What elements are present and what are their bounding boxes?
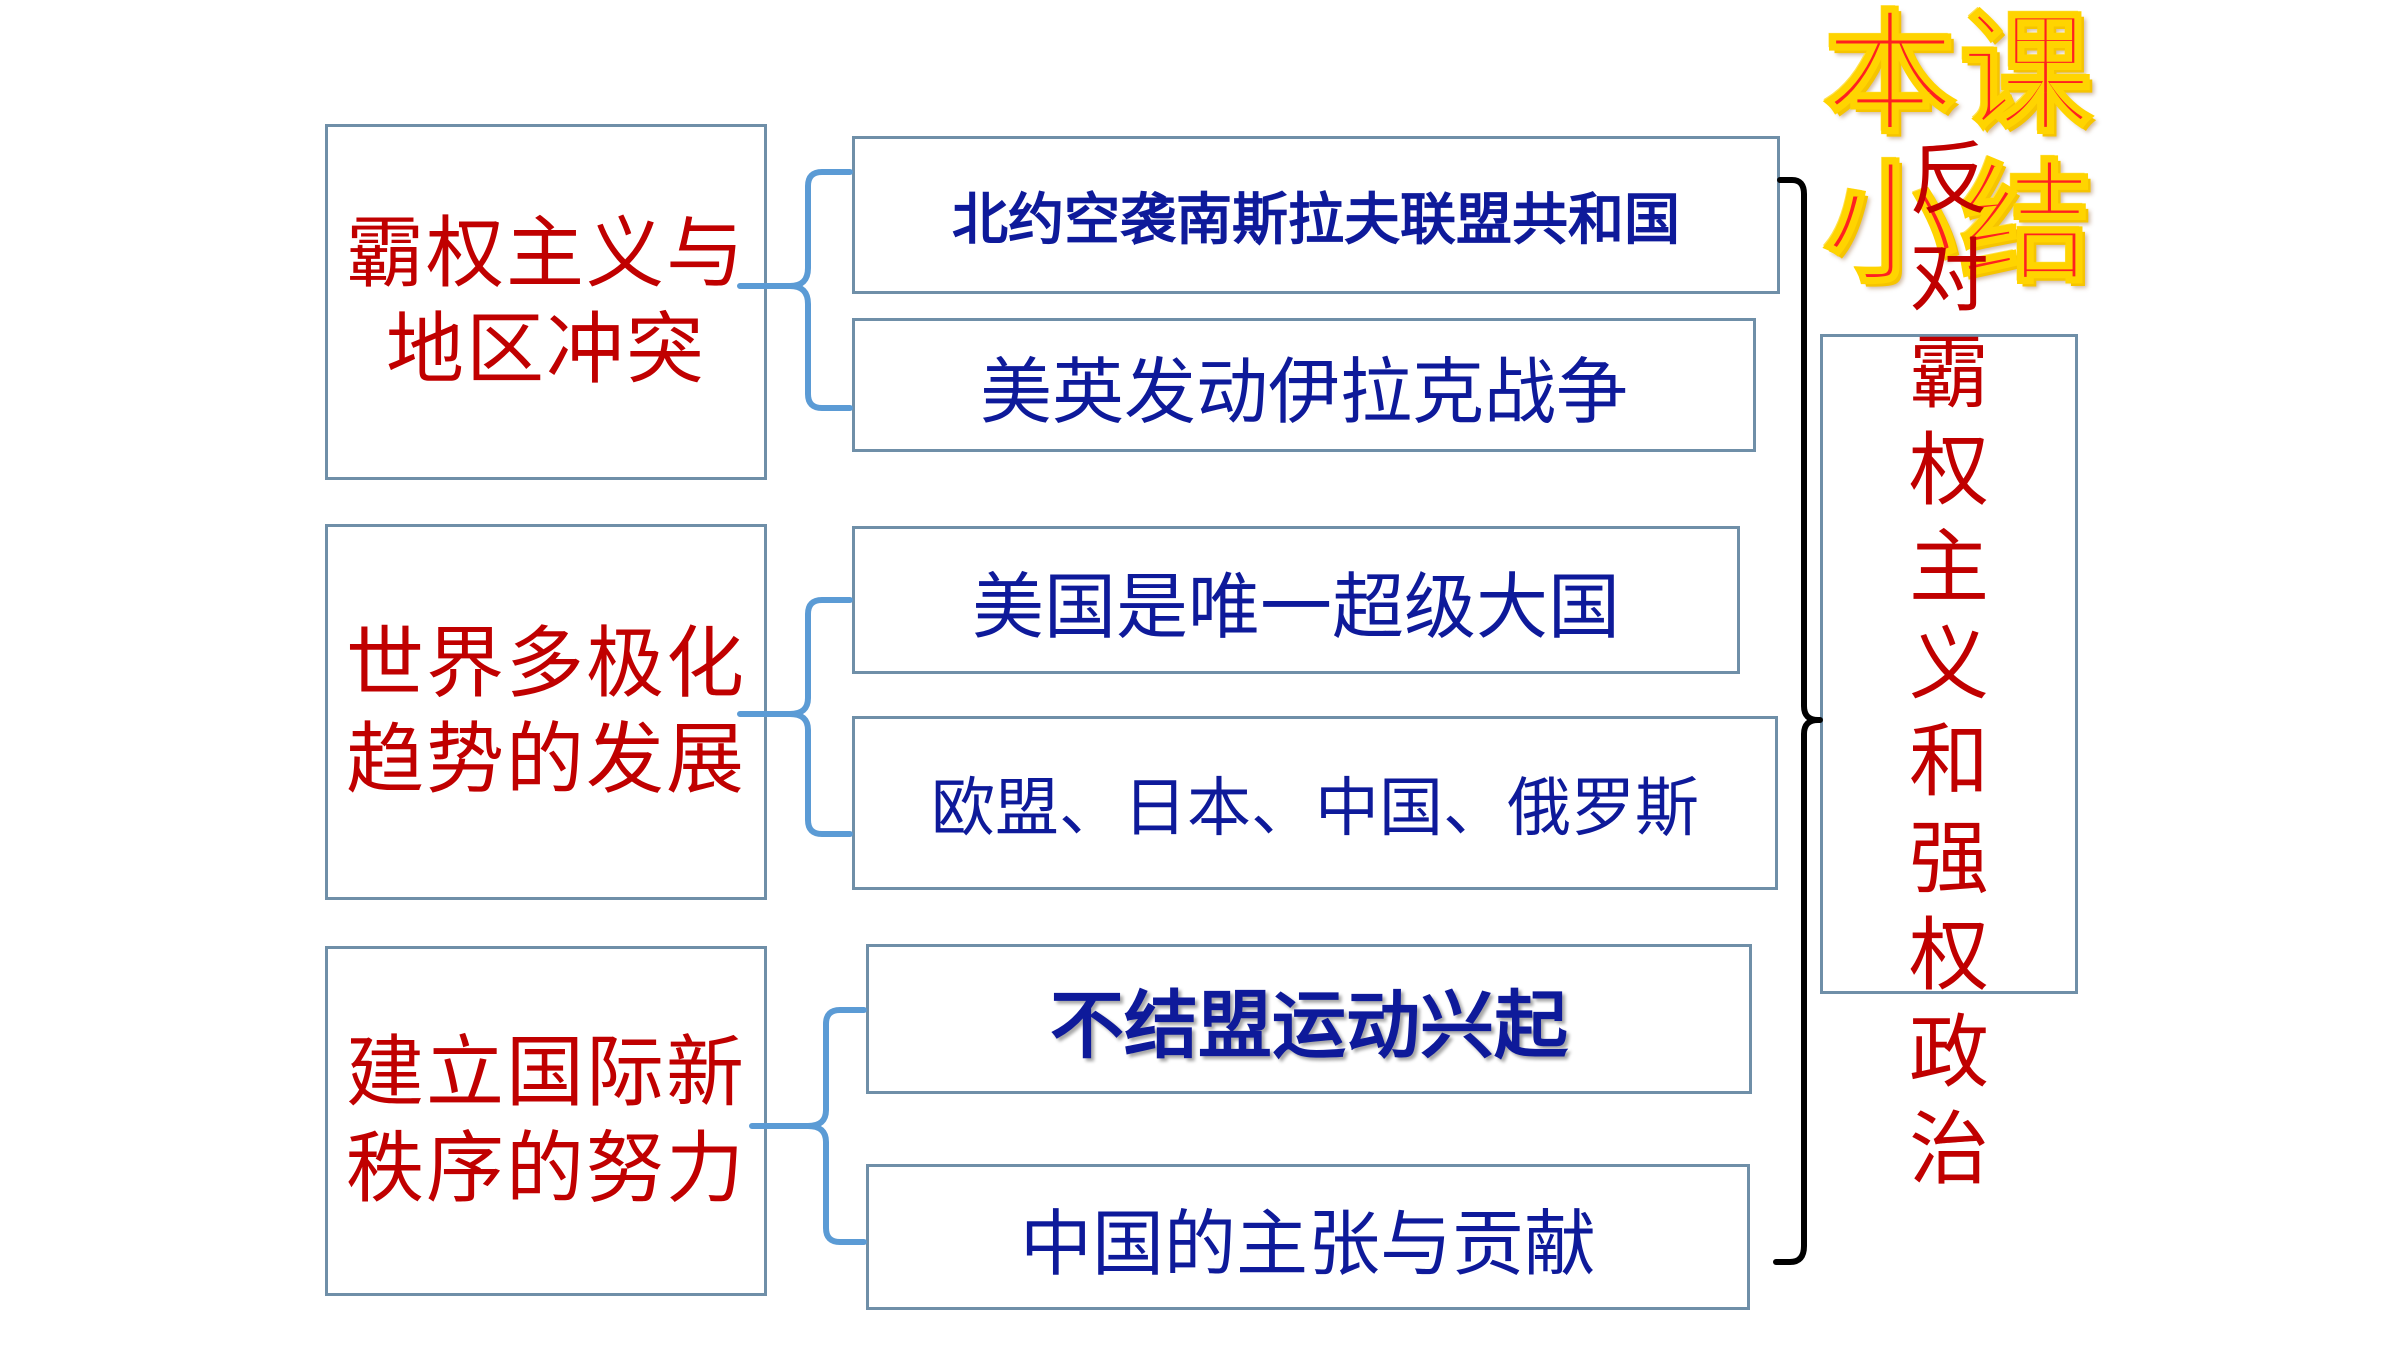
item-box-other-powers: 欧盟、日本、中国、俄罗斯	[852, 716, 1778, 890]
summary-label: 反对霸权主义和强权政治	[1909, 132, 1989, 1196]
topic-label: 霸权主义与 地区冲突	[345, 209, 746, 395]
item-label: 美国是唯一超级大国	[971, 564, 1620, 649]
black-brace-summary	[1773, 177, 1823, 1265]
title-line-2: 小结	[1823, 148, 2096, 302]
topic-label: 世界多极化 趋势的发展	[345, 619, 746, 805]
topic-box-hegemony: 霸权主义与 地区冲突	[325, 124, 767, 480]
item-box-china-contribution: 中国的主张与贡献	[866, 1164, 1750, 1310]
item-box-non-aligned: 不结盟运动兴起	[866, 944, 1752, 1094]
item-box-nato-airstrike: 北约空袭南斯拉夫联盟共和国	[852, 136, 1780, 294]
topic-box-multipolarity: 世界多极化 趋势的发展	[325, 524, 767, 900]
item-box-iraq-war: 美英发动伊拉克战争	[852, 318, 1756, 452]
item-label: 欧盟、日本、中国、俄罗斯	[931, 772, 1699, 846]
topic-box-new-order: 建立国际新 秩序的努力	[325, 946, 767, 1296]
item-label: 北约空袭南斯拉夫联盟共和国	[952, 187, 1680, 253]
summary-box: 反对霸权主义和强权政治	[1820, 133, 2078, 1196]
lesson-summary-title: 本课 小结	[1795, 0, 2125, 302]
title-line-1: 本课	[1823, 0, 2096, 152]
topic-label: 建立国际新 秩序的努力	[345, 1028, 746, 1214]
item-box-us-superpower: 美国是唯一超级大国	[852, 526, 1740, 674]
item-label: 不结盟运动兴起	[1050, 982, 1568, 1069]
item-label: 中国的主张与贡献	[1019, 1201, 1596, 1286]
item-label: 美英发动伊拉克战争	[979, 349, 1628, 434]
blue-brace-group-3	[749, 1007, 867, 1245]
